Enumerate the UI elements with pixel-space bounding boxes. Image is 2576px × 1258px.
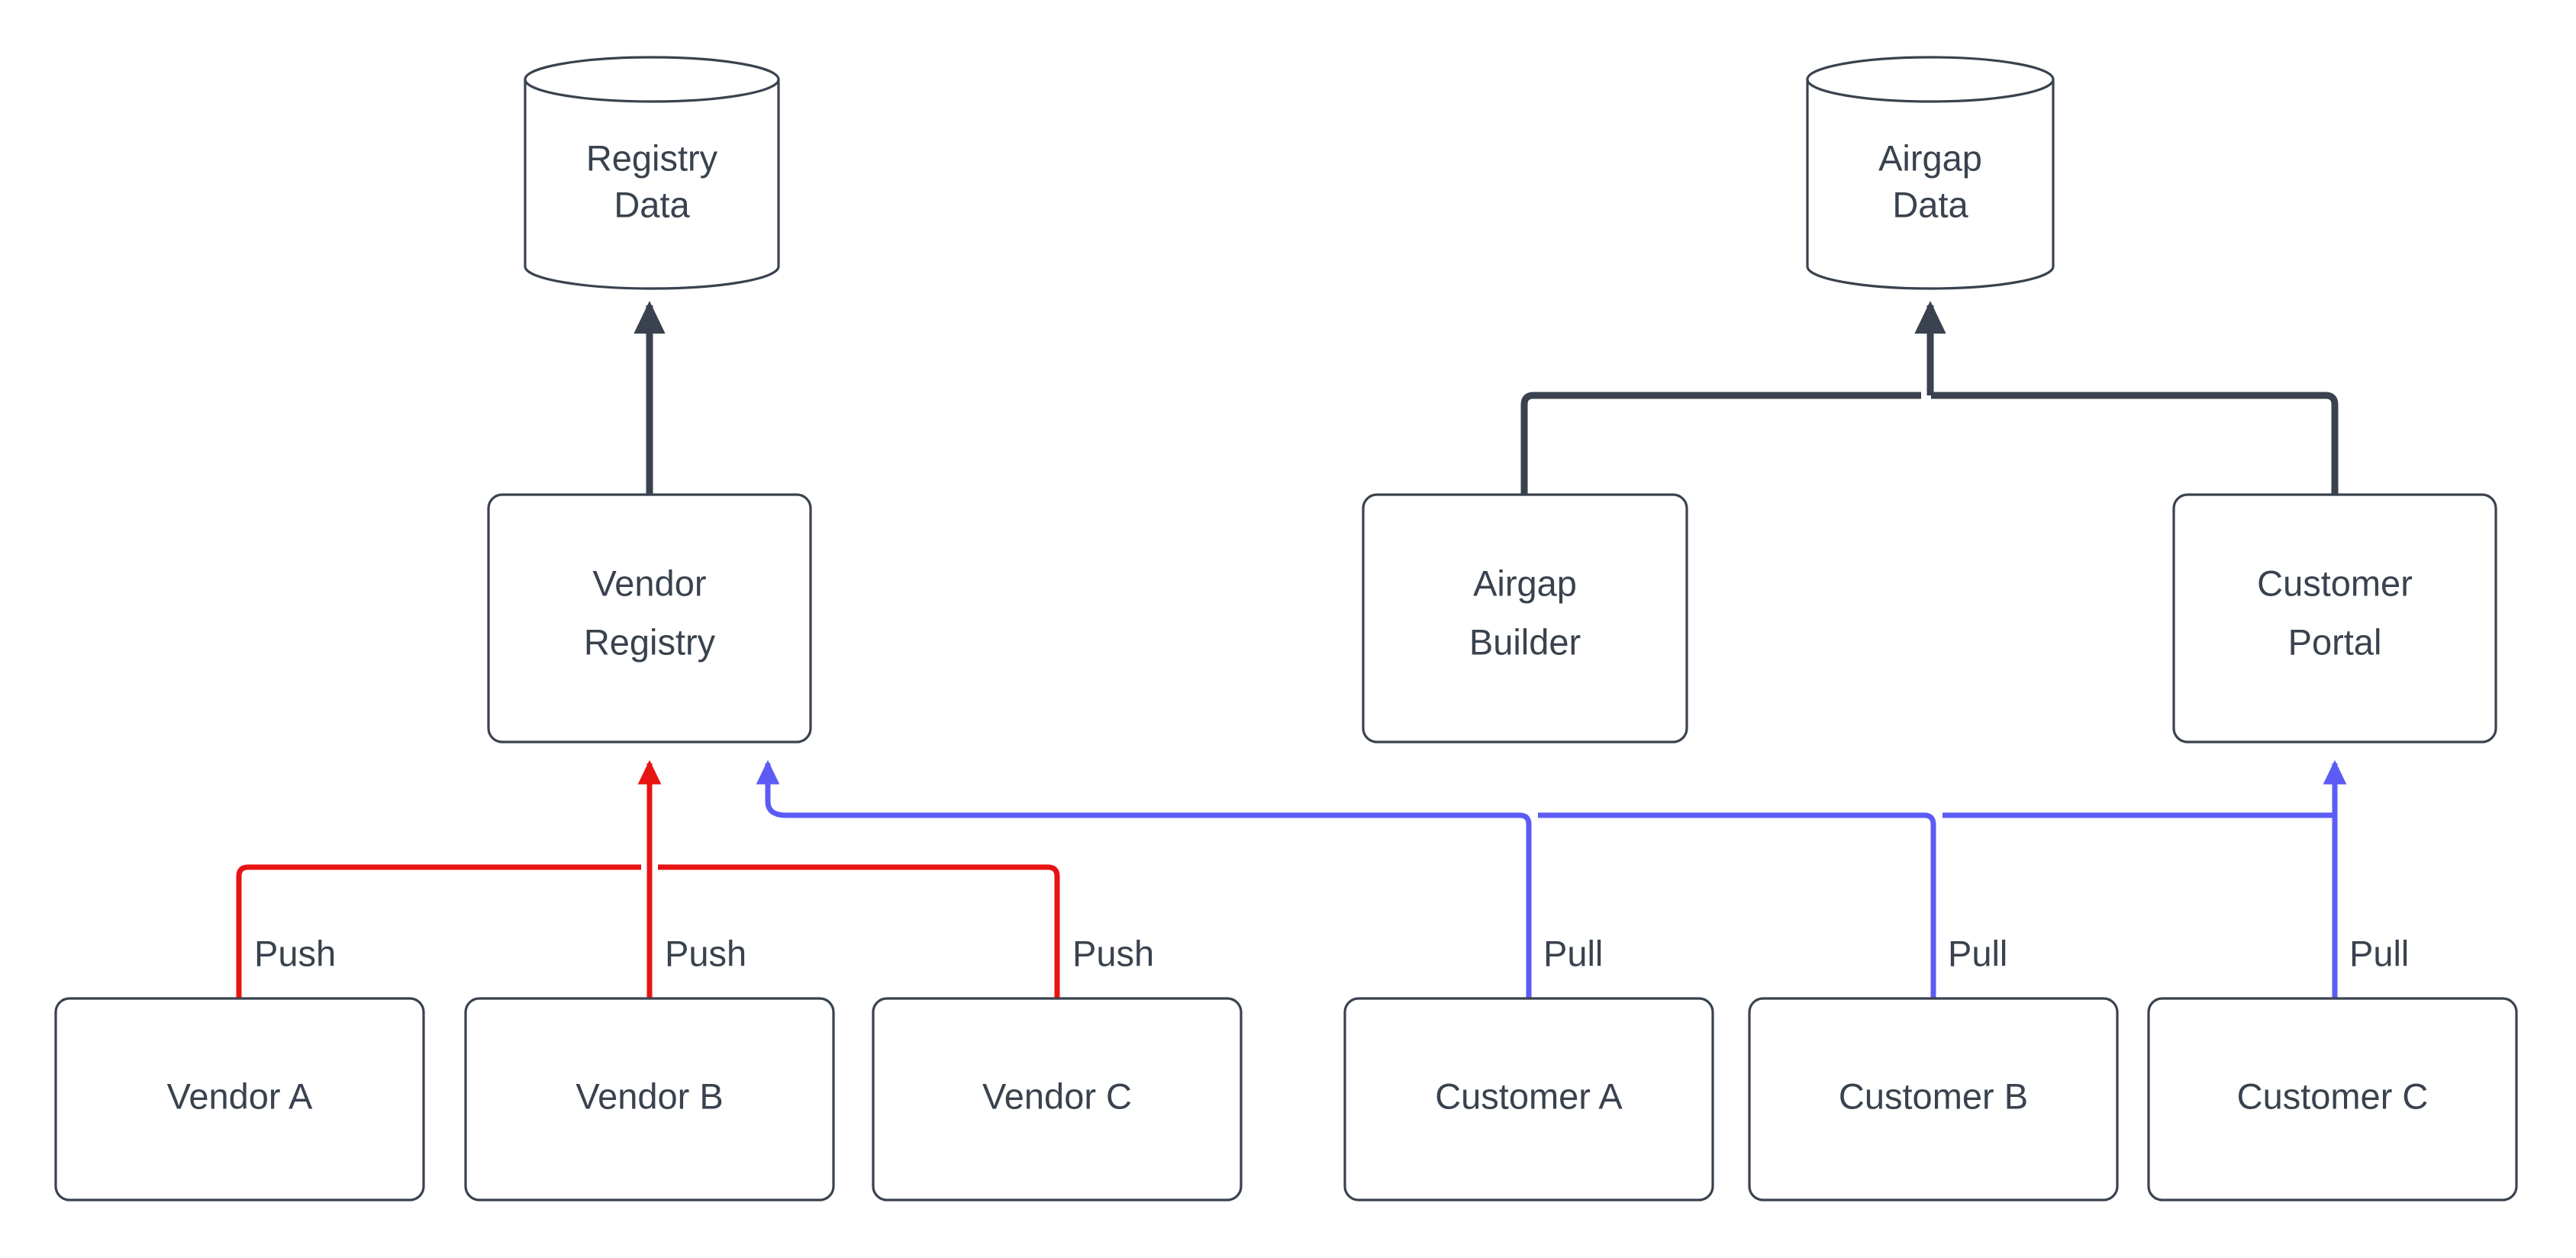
node-vendor-b[interactable]: Vendor B <box>464 997 835 1202</box>
vendor-b-label: Vendor B <box>575 1076 723 1116</box>
edge-label-pull-b: Pull <box>1948 933 2007 973</box>
edge-label-pull-c: Pull <box>2349 933 2409 973</box>
node-vendor-registry[interactable]: Vendor Registry <box>487 493 812 744</box>
customer-c-box <box>2147 997 2518 1202</box>
vendor-registry-box <box>487 493 812 744</box>
customer-portal-box <box>2172 493 2497 744</box>
airgap-data-cylinder-body <box>1806 78 2055 290</box>
node-customer-a[interactable]: Customer A <box>1343 997 1714 1202</box>
vendor-c-box <box>872 997 1243 1202</box>
customer-c-label: Customer C <box>2237 1076 2429 1116</box>
edge-vendor-c-push <box>658 864 1060 998</box>
edge-label-push-c: Push <box>1072 933 1154 973</box>
node-customer-c[interactable]: Customer C <box>2147 997 2518 1202</box>
customer-a-box <box>1343 997 1714 1202</box>
registry-data-cylinder-top <box>524 56 780 103</box>
vendor-a-box <box>54 997 425 1202</box>
vendor-a-label: Vendor A <box>167 1076 313 1116</box>
airgap-data-label-line1: Airgap <box>1878 137 1982 178</box>
customer-b-label: Customer B <box>1839 1076 2028 1116</box>
vendor-c-label: Vendor C <box>982 1076 1132 1116</box>
node-airgap-data[interactable]: Airgap Data <box>1806 56 2055 290</box>
vendor-registry-label-line2: Registry <box>584 621 716 662</box>
airgap-data-label-line2: Data <box>1892 184 1968 224</box>
edge-label-push-b: Push <box>665 933 746 973</box>
edge-pull-bus-to-vendor-registry <box>756 760 787 818</box>
node-registry-data[interactable]: Registry Data <box>524 56 780 290</box>
airgap-data-cylinder-top <box>1806 56 2055 103</box>
registry-data-cylinder-body <box>524 78 780 290</box>
customer-portal-label-line2: Portal <box>2288 621 2382 662</box>
edge-customer-a-pull <box>786 812 1532 998</box>
node-vendor-a[interactable]: Vendor A <box>54 997 425 1202</box>
customer-portal-label-line1: Customer <box>2257 563 2413 603</box>
node-airgap-builder[interactable]: Airgap Builder <box>1362 493 1688 744</box>
customer-a-label: Customer A <box>1435 1076 1623 1116</box>
vendor-registry-label-line1: Vendor <box>593 563 707 603</box>
edge-customer-portal-to-bus <box>1931 392 2339 495</box>
edge-airgap-builder-to-bus <box>1520 392 1921 495</box>
edge-label-push-a: Push <box>254 933 336 973</box>
airgap-builder-label-line1: Airgap <box>1473 563 1577 603</box>
node-customer-b[interactable]: Customer B <box>1748 997 2119 1202</box>
airgap-builder-label-line2: Builder <box>1469 621 1581 662</box>
edge-label-pull-a: Pull <box>1543 933 1603 973</box>
node-vendor-c[interactable]: Vendor C <box>872 997 1243 1202</box>
edge-vendor-a-push <box>236 864 641 998</box>
customer-b-box <box>1748 997 2119 1202</box>
registry-data-label-line2: Data <box>614 184 690 224</box>
airgap-builder-box <box>1362 493 1688 744</box>
registry-data-label-line1: Registry <box>586 137 718 178</box>
vendor-b-box <box>464 997 835 1202</box>
edge-customer-b-pull <box>1538 812 1936 998</box>
node-customer-portal[interactable]: Customer Portal <box>2172 493 2497 744</box>
